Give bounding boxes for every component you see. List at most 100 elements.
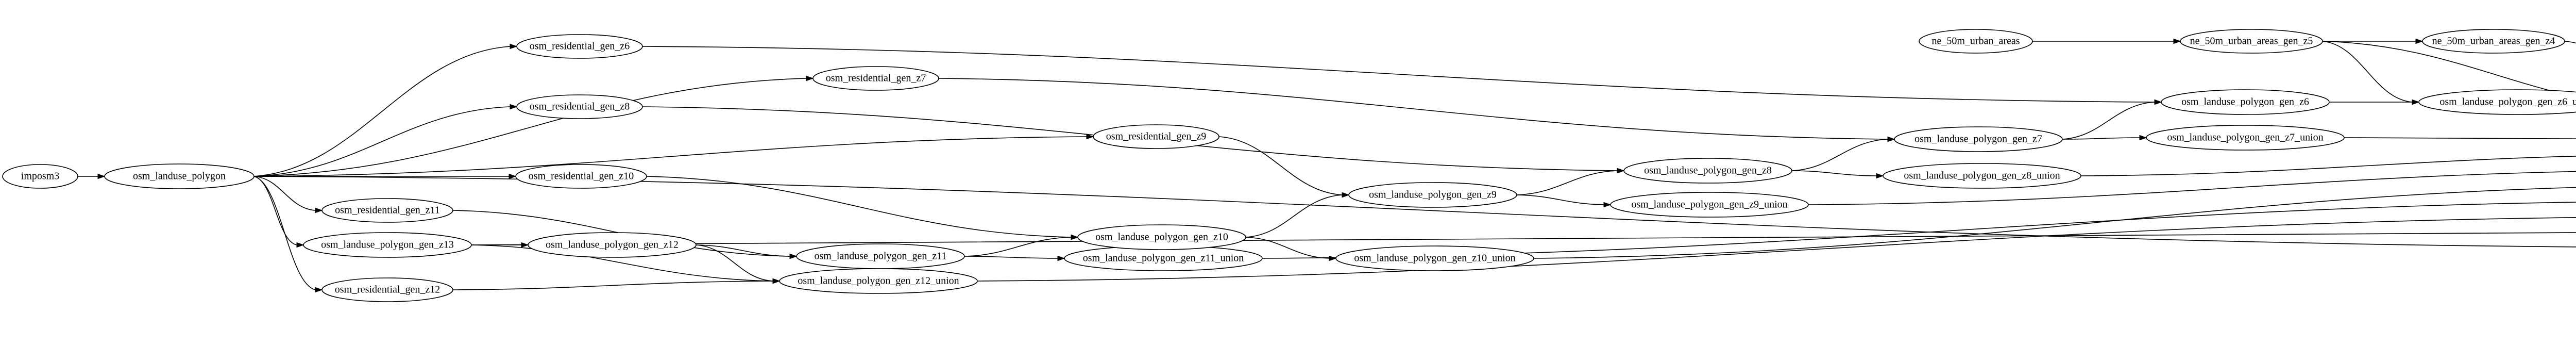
edge-ne_50m_urban_areas_gen_z5-to-osm_landuse_polygon_gen_z6_union [2322,41,2413,103]
edge-osm_residential_gen_z9-to-osm_landuse_polygon_gen_z9 [1218,136,1343,195]
node-osm_residential_gen_z9[interactable]: osm_residential_gen_z9 [1093,124,1219,149]
node-ellipse-osm_landuse_polygon_gen_z8_union [1883,163,2081,189]
node-label-osm_residential_gen_z10: osm_residential_gen_z10 [529,171,634,182]
node-osm_residential_gen_z12[interactable]: osm_residential_gen_z12 [321,277,453,302]
node-layer: imposm3 osm_landuse_polygon osm_residentia… [2,29,2576,302]
arrowhead-osm_landuse_polygon_gen_z9-to-osm_landuse_polygon_gen_z8 [1617,168,1625,174]
arrowhead-osm_landuse_polygon_gen_z7-to-osm_landuse_polygon_gen_z7_union [2139,135,2147,141]
edge-ne_50m_urban_areas_gen_z5-to-layer_landuse.z5 [2322,41,2576,97]
node-label-osm_residential_gen_z6: osm_residential_gen_z6 [530,41,630,52]
edge-osm_landuse_polygon-to-osm_residential_gen_z7 [253,78,807,177]
arrowhead-osm_landuse_polygon-to-osm_residential_gen_z8 [510,104,518,110]
node-osm_residential_gen_z11[interactable]: osm_residential_gen_z11 [321,198,453,223]
node-label-osm_landuse_polygon_gen_z6_union: osm_landuse_polygon_gen_z6_union [2439,96,2576,108]
node-ellipse-osm_landuse_polygon_gen_z9_union [1610,192,1809,218]
node-osm_landuse_polygon_gen_z7[interactable]: osm_landuse_polygon_gen_z7 [1894,126,2063,152]
arrowhead-osm_landuse_polygon_gen_z12-to-osm_landuse_polygon_gen_z11 [789,253,798,259]
node-osm_landuse_polygon_gen_z8[interactable]: osm_landuse_polygon_gen_z8 [1623,158,1792,184]
node-ellipse-osm_landuse_polygon_gen_z6 [2161,89,2330,115]
node-osm_landuse_polygon_gen_z12_union[interactable]: osm_landuse_polygon_gen_z12_union [779,268,978,294]
arrowhead-osm_landuse_polygon-to-osm_landuse_polygon_gen_z13 [296,242,304,248]
node-ellipse-osm_landuse_polygon_gen_z6_union [2418,89,2576,115]
edge-osm_landuse_polygon_gen_z8-to-osm_landuse_polygon_gen_z7 [1791,139,1888,171]
arrowhead-osm_landuse_polygon_gen_z11-to-osm_landuse_polygon_gen_z11_union [1057,255,1065,261]
edge-ne_50m_urban_areas_gen_z4-to-layer_landuse.z4 [2564,41,2576,44]
node-osm_residential_gen_z10[interactable]: osm_residential_gen_z10 [515,164,647,189]
arrowhead-osm_landuse_polygon-to-osm_residential_gen_z7 [806,75,814,81]
arrowhead-ne_50m_urban_areas-to-ne_50m_urban_areas_gen_z5 [2173,38,2181,44]
arrowhead-ne_50m_urban_areas_gen_z5-to-ne_50m_urban_areas_gen_z4 [2415,38,2424,44]
edge-osm_landuse_polygon-to-osm_residential_gen_z9 [253,136,1087,177]
node-osm_landuse_polygon_gen_z11[interactable]: osm_landuse_polygon_gen_z11 [796,243,965,269]
node-osm_landuse_polygon_gen_z9[interactable]: osm_landuse_polygon_gen_z9 [1348,182,1517,208]
node-ellipse-ne_50m_urban_areas [1919,29,2033,54]
node-ellipse-osm_landuse_polygon_gen_z7_union [2146,125,2345,151]
node-ellipse-osm_landuse_polygon_gen_z9 [1348,182,1517,208]
node-ne_50m_urban_areas_gen_z5[interactable]: ne_50m_urban_areas_gen_z5 [2180,29,2323,54]
node-imposm3[interactable]: imposm3 [2,164,78,189]
node-label-imposm3: imposm3 [21,171,59,182]
node-label-osm_landuse_polygon_gen_z10: osm_landuse_polygon_gen_z10 [1095,232,1228,243]
edge-osm_residential_gen_z12-to-osm_landuse_polygon_gen_z12_union [452,281,773,290]
node-osm_residential_gen_z8[interactable]: osm_residential_gen_z8 [516,94,643,119]
node-osm_residential_gen_z7[interactable]: osm_residential_gen_z7 [812,66,939,91]
node-osm_landuse_polygon_gen_z7_union[interactable]: osm_landuse_polygon_gen_z7_union [2146,125,2345,151]
arrowhead-osm_landuse_polygon_gen_z10-to-osm_landuse_polygon_gen_z10_union [1329,255,1337,261]
node-label-osm_landuse_polygon_gen_z11_union: osm_landuse_polygon_gen_z11_union [1083,253,1244,264]
arrowhead-ne_50m_urban_areas_gen_z5-to-osm_landuse_polygon_gen_z6_union [2412,99,2420,105]
node-ellipse-osm_residential_gen_z9 [1093,124,1219,149]
node-label-osm_residential_gen_z9: osm_residential_gen_z9 [1106,131,1206,142]
edge-osm_landuse_polygon_gen_z12-to-osm_landuse_polygon_gen_z12_union [696,244,773,282]
node-osm_landuse_polygon_gen_z10[interactable]: osm_landuse_polygon_gen_z10 [1077,224,1246,250]
arrowhead-osm_landuse_polygon_gen_z9-to-osm_landuse_polygon_gen_z9_union [1603,202,1612,208]
node-ne_50m_urban_areas[interactable]: ne_50m_urban_areas [1919,29,2033,54]
node-osm_landuse_polygon_gen_z12[interactable]: osm_landuse_polygon_gen_z12 [528,232,697,258]
arrowhead-osm_landuse_polygon-to-osm_residential_gen_z11 [315,207,323,213]
node-ellipse-osm_residential_gen_z11 [321,198,453,223]
node-osm_landuse_polygon_gen_z9_union[interactable]: osm_landuse_polygon_gen_z9_union [1610,192,1809,218]
node-label-osm_landuse_polygon_gen_z9: osm_landuse_polygon_gen_z9 [1369,189,1497,201]
node-osm_landuse_polygon_gen_z6_union[interactable]: osm_landuse_polygon_gen_z6_union [2418,89,2576,115]
node-osm_landuse_polygon_gen_z6[interactable]: osm_landuse_polygon_gen_z6 [2161,89,2330,115]
edge-osm_landuse_polygon_gen_z10-to-osm_landuse_polygon_gen_z10_union [1245,237,1330,259]
edge-osm_landuse_polygon_gen_z13-to-layer_landuse.z13 [471,232,2576,245]
node-ellipse-osm_landuse_polygon_gen_z7 [1894,126,2063,152]
node-ellipse-osm_residential_gen_z12 [321,277,453,302]
arrowhead-osm_landuse_polygon_gen_z12-to-osm_landuse_polygon_gen_z12_union [772,278,781,284]
node-ellipse-osm_landuse_polygon_gen_z12_union [779,268,978,294]
node-ellipse-osm_landuse_polygon_gen_z13 [303,232,472,258]
arrowhead-osm_landuse_polygon-to-osm_residential_gen_z12 [315,287,323,293]
node-osm_landuse_polygon_gen_z8_union[interactable]: osm_landuse_polygon_gen_z8_union [1883,163,2081,189]
node-ellipse-osm_residential_gen_z8 [516,94,643,119]
node-ellipse-osm_landuse_polygon_gen_z10_union [1335,245,1534,271]
edge-osm_landuse_polygon_gen_z7-to-osm_landuse_polygon_gen_z7_union [2062,137,2140,140]
node-ellipse-osm_residential_gen_z10 [515,164,647,189]
node-label-ne_50m_urban_areas: ne_50m_urban_areas [1931,36,2020,47]
edge-osm_landuse_polygon_gen_z13-to-osm_landuse_polygon_gen_z12_union [471,244,773,282]
arrowhead-osm_landuse_polygon_gen_z8-to-osm_landuse_polygon_gen_z8_union [1876,173,1884,179]
node-osm_landuse_polygon[interactable]: osm_landuse_polygon [104,163,255,189]
node-ellipse-osm_residential_gen_z7 [812,66,939,91]
edge-osm_landuse_polygon-to-layer_landuse.z14+ [253,176,2576,248]
node-osm_residential_gen_z6[interactable]: osm_residential_gen_z6 [516,34,643,59]
edge-osm_landuse_polygon_gen_z9_union-to-layer_landuse.z9 [1808,171,2576,205]
node-ne_50m_urban_areas_gen_z4[interactable]: ne_50m_urban_areas_gen_z4 [2422,29,2565,54]
node-label-ne_50m_urban_areas_gen_z4: ne_50m_urban_areas_gen_z4 [2432,36,2555,47]
edge-osm_residential_gen_z7-to-osm_landuse_polygon_gen_z7 [938,78,1888,140]
edge-osm_landuse_polygon_gen_z10-to-osm_landuse_polygon_gen_z9 [1245,194,1343,238]
node-osm_landuse_polygon_gen_z10_union[interactable]: osm_landuse_polygon_gen_z10_union [1335,245,1534,271]
edge-osm_residential_gen_z10-to-osm_landuse_polygon_gen_z10 [646,176,1072,238]
node-label-osm_landuse_polygon_gen_z7_union: osm_landuse_polygon_gen_z7_union [2167,132,2323,143]
arrowhead-osm_landuse_polygon_gen_z11-to-osm_landuse_polygon_gen_z10 [1071,234,1079,240]
edge-osm_landuse_polygon-to-osm_landuse_polygon_gen_z13 [253,176,297,245]
node-label-osm_landuse_polygon_gen_z8_union: osm_landuse_polygon_gen_z8_union [1904,170,2060,182]
node-osm_landuse_polygon_gen_z13[interactable]: osm_landuse_polygon_gen_z13 [303,232,472,258]
node-ellipse-osm_landuse_polygon [104,163,255,189]
node-label-osm_residential_gen_z8: osm_residential_gen_z8 [530,101,630,112]
node-ellipse-osm_landuse_polygon_gen_z8 [1623,158,1792,184]
node-label-osm_landuse_polygon_gen_z7: osm_landuse_polygon_gen_z7 [1914,134,2042,145]
node-label-osm_landuse_polygon_gen_z10_union: osm_landuse_polygon_gen_z10_union [1354,253,1515,264]
edge-osm_landuse_polygon_gen_z12_union-to-layer_landuse.z12 [977,217,2576,282]
